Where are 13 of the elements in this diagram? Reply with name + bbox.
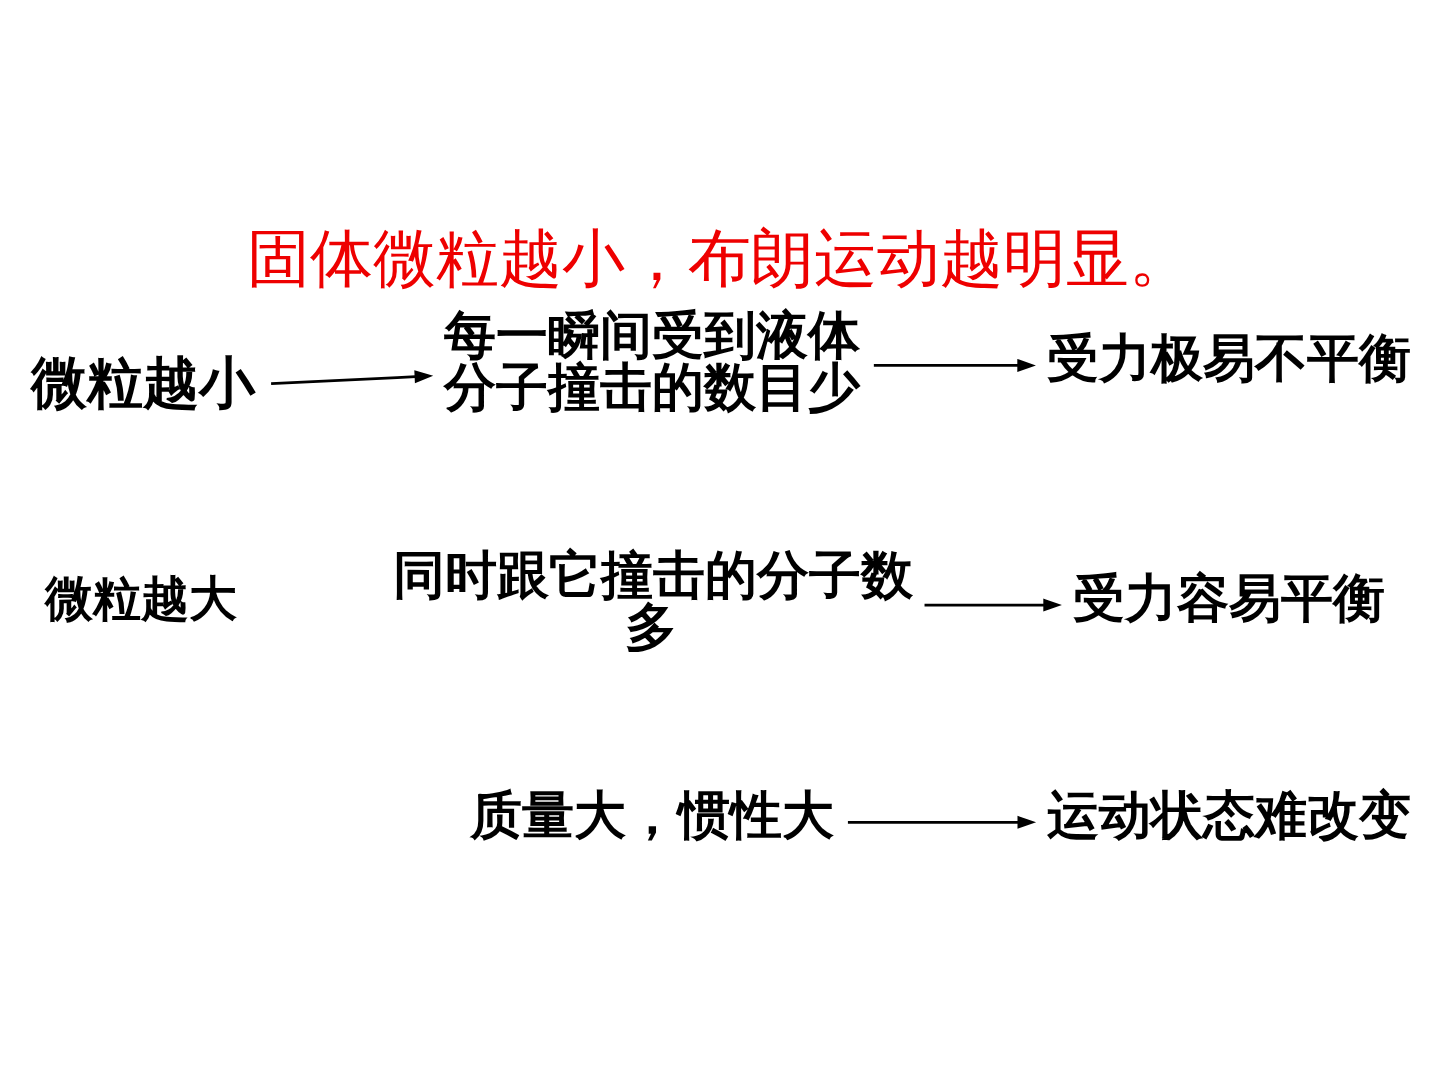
node-text: 微粒越大: [44, 569, 237, 626]
node-text: 每一瞬间受到液体分子撞击的数目少: [444, 304, 861, 417]
node-text: 受力极易不平衡: [1046, 327, 1411, 388]
diagram-title: 固体微粒越小，布朗运动越明显。: [247, 220, 1193, 295]
arrow: [271, 369, 434, 385]
node-text: 受力容易平衡: [1072, 567, 1385, 628]
arrow: [873, 358, 1036, 372]
node-text: 运动状态难改变: [1046, 784, 1411, 845]
arrow: [847, 815, 1037, 829]
node-text: 微粒越小: [30, 349, 255, 415]
arrow: [924, 598, 1062, 612]
node-text: 同时跟它撞击的分子数多: [393, 544, 914, 657]
node-text: 质量大，惯性大: [470, 784, 835, 845]
